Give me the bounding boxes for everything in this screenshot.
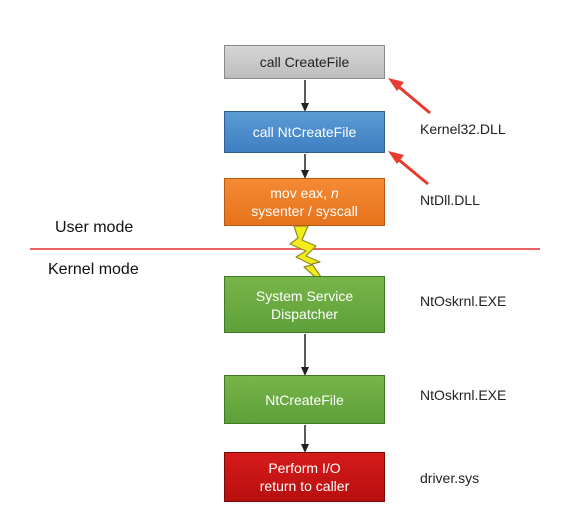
ntoskrnl-exe-label: NtOskrnl.EXE	[420, 293, 507, 309]
box-label-line-2: Dispatcher	[271, 305, 338, 322]
mov-eax-line: mov eax, n	[270, 184, 339, 202]
ntdll-dll-label: NtDll.DLL	[420, 192, 480, 208]
syscall-stub-box: mov eax, n sysenter / syscall	[224, 178, 385, 226]
kernel32-dll-label: Kernel32.DLL	[420, 121, 506, 137]
red-pointer-arrow-icon	[388, 78, 431, 115]
user-mode-label: User mode	[55, 219, 134, 236]
perform-io-box: Perform I/O return to caller	[224, 452, 385, 502]
sysenter-line: sysenter / syscall	[251, 203, 358, 219]
syscall-number-var: n	[330, 185, 339, 201]
driver-sys-label: driver.sys	[420, 470, 480, 486]
box-label-line-1: Perform I/O	[268, 460, 341, 476]
red-pointer-arrow-icon	[388, 151, 429, 186]
box-label-line-1: System Service	[255, 287, 354, 304]
box-label: call NtCreateFile	[252, 124, 357, 140]
ntcreatefile-box: NtCreateFile	[224, 375, 385, 424]
box-label: call CreateFile	[259, 54, 350, 70]
system-service-dispatcher-box: System Service Dispatcher	[224, 276, 385, 333]
kernel-mode-label: Kernel mode	[48, 261, 139, 278]
mov-eax-prefix: mov eax,	[270, 185, 331, 201]
box-label-line-2: return to caller	[259, 478, 350, 494]
call-ntcreatefile-box: call NtCreateFile	[224, 111, 385, 153]
box-label: NtCreateFile	[265, 391, 344, 408]
call-createfile-box: call CreateFile	[224, 45, 385, 79]
ntoskrnl-exe-label-2: NtOskrnl.EXE	[420, 387, 507, 403]
